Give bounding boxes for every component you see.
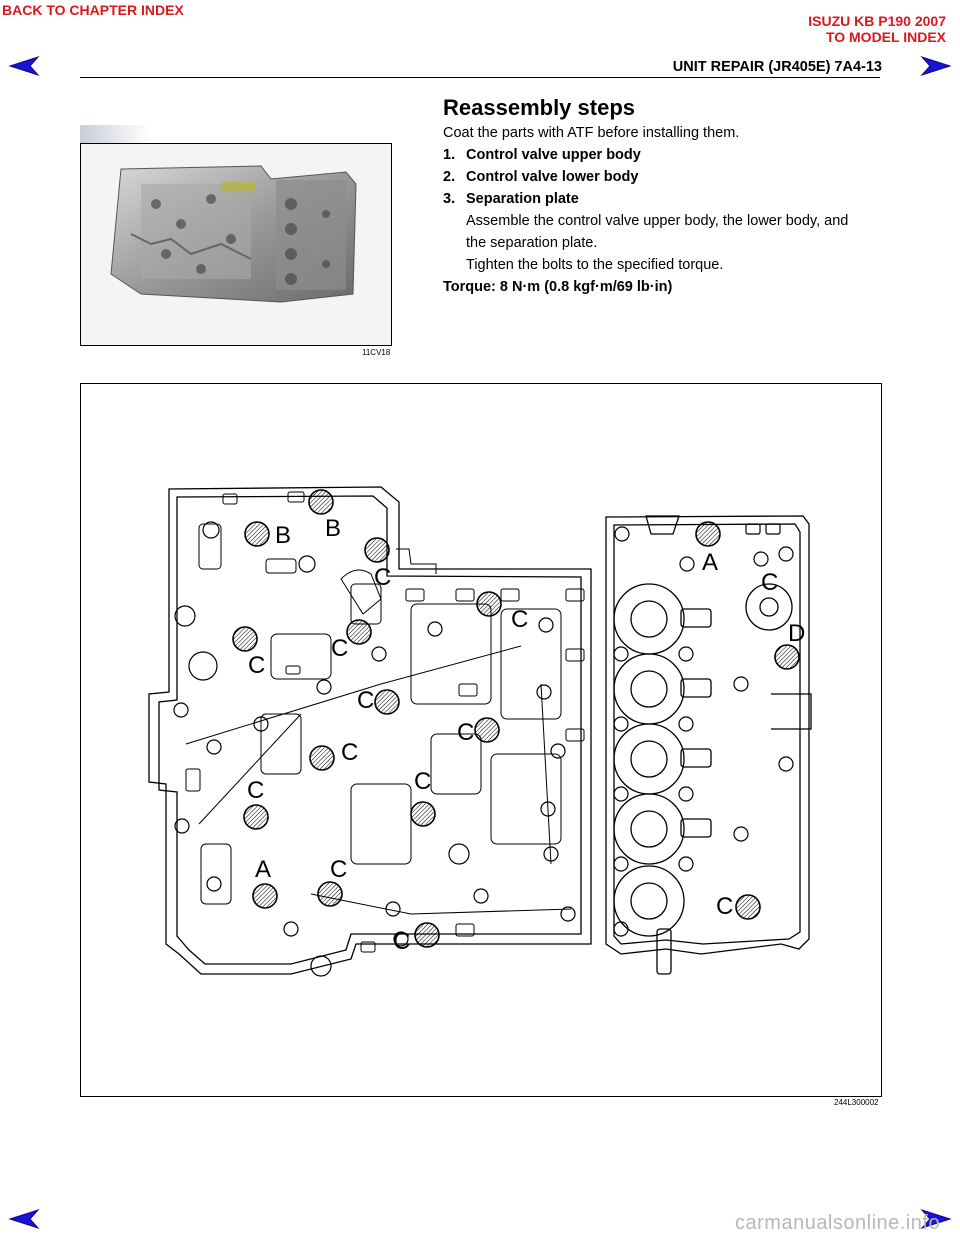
next-page-arrow-icon[interactable] xyxy=(920,55,952,77)
svg-text:C: C xyxy=(457,719,474,746)
note-line-3: Tighten the bolts to the specified torqu… xyxy=(466,257,724,273)
photo-shadow xyxy=(80,125,150,143)
right-body-outline xyxy=(605,515,810,955)
step-3-text: Separation plate xyxy=(466,191,579,207)
solenoids xyxy=(613,515,812,975)
svg-text:C: C xyxy=(330,856,347,883)
callout-letters: B B C C C C C C C C C C A A C D C xyxy=(247,515,805,920)
header-rule xyxy=(80,77,880,78)
control-valve-photo xyxy=(80,143,392,346)
svg-text:D: D xyxy=(788,620,805,647)
step-1-text: Control valve upper body xyxy=(466,147,641,163)
prev-page-arrow-icon[interactable] xyxy=(8,55,40,77)
svg-text:C: C xyxy=(511,606,528,633)
torque-spec: Torque: 8 N·m (0.8 kgf·m/69 lb·in) xyxy=(443,279,673,295)
step-1-number: 1. xyxy=(443,147,456,163)
figure2-label: 244L300002 xyxy=(834,1098,879,1107)
note-line-2: the separation plate. xyxy=(466,235,598,251)
bolt-location-diagram: B B C C C C C C C C C C A A C D C C xyxy=(80,383,882,1097)
section-heading: Reassembly steps xyxy=(443,95,635,120)
svg-text:B: B xyxy=(325,515,341,542)
model-title: ISUZU KB P190 2007 xyxy=(808,13,946,29)
svg-text:C: C xyxy=(248,652,265,679)
left-body-outline xyxy=(148,486,592,975)
page-header-title: UNIT REPAIR (JR405E) 7A4-13 xyxy=(672,59,882,75)
figure1-label: 11CV18 xyxy=(362,348,391,357)
svg-text:C: C xyxy=(414,768,431,795)
svg-text:C: C xyxy=(247,777,264,804)
svg-text:C: C xyxy=(393,928,410,955)
step-2-number: 2. xyxy=(443,169,456,185)
svg-text:C: C xyxy=(716,893,733,920)
svg-text:C: C xyxy=(341,739,358,766)
to-model-index-link[interactable]: TO MODEL INDEX xyxy=(825,29,946,45)
watermark-text: carmanualsonline.info xyxy=(735,1212,941,1234)
note-line-1: Assemble the control valve upper body, t… xyxy=(466,213,849,229)
step-2-text: Control valve lower body xyxy=(466,169,639,185)
svg-text:C: C xyxy=(357,687,374,714)
svg-text:C: C xyxy=(761,569,778,596)
back-to-chapter-index-link[interactable]: BACK TO CHAPTER INDEX xyxy=(2,2,184,18)
prev-page-arrow-bottom-icon[interactable] xyxy=(8,1208,40,1230)
intro-text: Coat the parts with ATF before installin… xyxy=(443,125,740,141)
step-3-number: 3. xyxy=(443,191,456,207)
svg-text:A: A xyxy=(255,856,271,883)
next-page-arrow-bottom-icon[interactable] xyxy=(920,1208,952,1230)
svg-text:B: B xyxy=(275,522,291,549)
svg-text:C: C xyxy=(331,635,348,662)
svg-text:C: C xyxy=(374,564,391,591)
bolts xyxy=(232,489,800,948)
svg-text:A: A xyxy=(702,549,718,576)
